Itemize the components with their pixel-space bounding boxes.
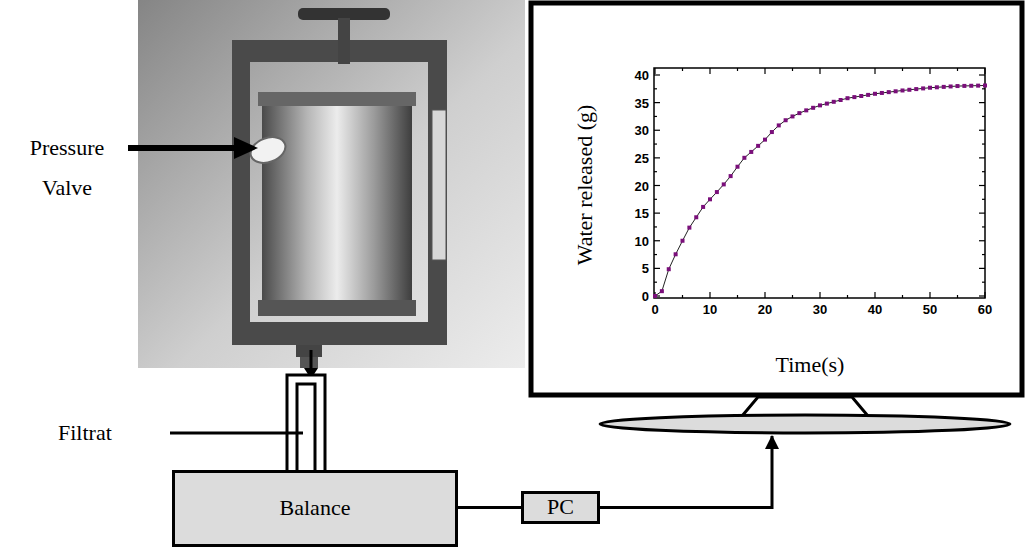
- monitor-display: Water released (g) Time(s): [527, 0, 1027, 436]
- pc-box: PC: [521, 491, 600, 524]
- release-curve: [655, 85, 985, 296]
- x-tick-label: 50: [923, 303, 937, 316]
- connector-line: [600, 436, 772, 508]
- y-tick-label: 10: [635, 234, 649, 247]
- box-label: Balance: [280, 496, 351, 520]
- y-tick-label: 20: [635, 179, 649, 192]
- filtrate-tube: [287, 375, 325, 470]
- part-label: Filtrat: [58, 413, 112, 453]
- y-tick-label: 40: [635, 69, 649, 82]
- filtrate-leader: [170, 432, 303, 435]
- x-axis-title: Time(s): [776, 353, 845, 377]
- monitor-base: [600, 415, 1010, 433]
- data-markers: [653, 83, 987, 298]
- x-tick-label: 60: [978, 303, 992, 316]
- x-tick-label: 40: [868, 303, 882, 316]
- axis-ticks: [654, 68, 985, 298]
- box-label: PC: [547, 495, 574, 519]
- monitor-screen: [531, 3, 1022, 395]
- y-tick-label: 30: [635, 124, 649, 137]
- x-tick-label: 30: [813, 303, 827, 316]
- y-tick-label: 15: [635, 207, 649, 220]
- y-tick-label: 35: [635, 96, 649, 109]
- connector-line: [458, 506, 521, 509]
- x-tick-label: 10: [703, 303, 717, 316]
- balance-box: Balance: [172, 470, 458, 547]
- y-tick-label: 0: [642, 290, 649, 303]
- y-tick-label: 5: [642, 262, 649, 275]
- y-tick-label: 25: [635, 151, 649, 164]
- y-axis-title: Water released (g): [573, 105, 597, 266]
- filter-press-photo: [138, 0, 525, 368]
- x-tick-label: 0: [651, 303, 658, 316]
- monitor-neck: [742, 397, 868, 416]
- part-label: Pressure Valve: [8, 128, 126, 208]
- valve-pointer-arrow: [128, 137, 258, 159]
- plot-frame: [654, 68, 985, 298]
- x-tick-label: 20: [758, 303, 772, 316]
